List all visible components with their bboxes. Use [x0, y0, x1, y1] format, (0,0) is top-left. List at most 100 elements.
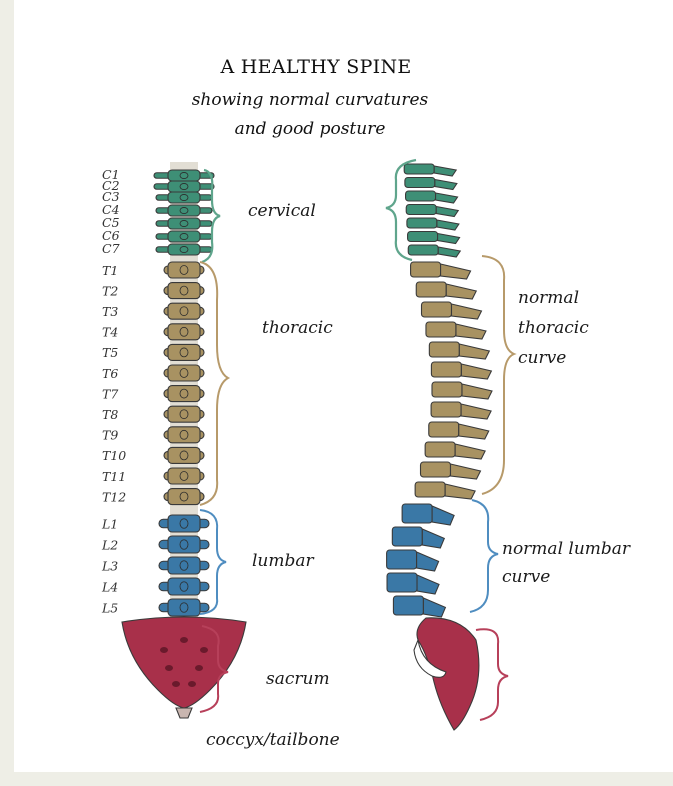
vertebra-label-t8: T8 [102, 407, 118, 422]
vertebra-label-t1: T1 [102, 263, 118, 278]
side-spinous-process [417, 575, 439, 594]
vertebra-t11 [164, 468, 204, 484]
side-vertebral-body [408, 232, 438, 242]
side-vertebra-t2 [416, 282, 476, 299]
vertebral-body [168, 283, 200, 299]
side-vertebral-body [415, 482, 445, 497]
side-vertebral-body [387, 550, 417, 569]
vertebral-body [168, 231, 200, 242]
vertebral-body [168, 262, 200, 278]
vertebral-body [168, 303, 200, 319]
side-vertebra-t12 [415, 482, 475, 499]
vertebra-t9 [164, 427, 204, 443]
vertebra-label-l3: L3 [101, 559, 118, 574]
side-vertebra-c6 [408, 232, 460, 244]
vertebra-label-t3: T3 [102, 304, 118, 319]
side-vertebra-c7 [408, 245, 460, 257]
sacrum-side [417, 618, 479, 730]
vertebra-c2 [154, 181, 214, 192]
vertebral-body [168, 386, 200, 402]
vertebra-c1 [154, 170, 214, 181]
side-vertebral-body [393, 596, 423, 615]
label-cervical: cervical [248, 201, 316, 221]
side-vertebral-body [406, 191, 436, 201]
side-vertebra-t4 [426, 322, 486, 339]
label-normal-thoracic-1: normal [518, 288, 579, 308]
vertebra-l4 [159, 578, 209, 595]
side-vertebra-t1 [411, 262, 471, 279]
side-vertebra-c1 [404, 164, 456, 176]
side-spinous-process [436, 193, 458, 203]
sacral-foramen [165, 665, 173, 671]
side-spinous-process [435, 180, 457, 190]
side-spinous-process [459, 424, 489, 439]
vertebra-l1 [159, 515, 209, 532]
side-vertebral-body [416, 282, 446, 297]
side-vertebra-t3 [421, 302, 481, 319]
vertebra-label-t4: T4 [102, 325, 118, 340]
side-vertebral-body [407, 218, 437, 228]
vertebra-l3 [159, 557, 209, 574]
side-spinous-process [445, 484, 475, 499]
side-vertebral-body [402, 504, 432, 523]
sacral-foramen [195, 665, 203, 671]
vertebral-body [168, 489, 200, 505]
side-spinous-process [450, 464, 480, 479]
side-spinous-process [417, 552, 439, 571]
side-vertebra-t10 [425, 442, 485, 459]
side-vertebral-body [431, 402, 461, 417]
vertebra-t12 [164, 489, 204, 505]
vertebral-body [168, 406, 200, 422]
side-vertebral-body [426, 322, 456, 337]
label-normal-thoracic-2: thoracic [518, 318, 589, 338]
vertebra-label-t2: T2 [102, 283, 118, 298]
vertebra-label-t6: T6 [102, 366, 118, 381]
side-spinous-process [438, 234, 460, 244]
label-thoracic: thoracic [262, 318, 333, 338]
vertebra-label-c7: C7 [102, 241, 120, 256]
sacral-foramen [160, 647, 168, 653]
vertebral-body [168, 515, 200, 532]
side-vertebral-body [425, 442, 455, 457]
side-vertebra-l2 [392, 527, 444, 548]
vertebra-t10 [164, 447, 204, 463]
side-spinous-process [462, 384, 492, 399]
side-spinous-process [423, 598, 445, 617]
side-view-spine [387, 164, 492, 730]
side-spinous-process [461, 364, 491, 379]
vertebral-body [168, 578, 200, 595]
side-vertebra-t8 [431, 402, 491, 419]
vertebral-body [168, 244, 200, 255]
vertebra-labels: C1C2C3C4C5C6C7T1T2T3T4T5T6T7T8T9T10T11T1… [101, 167, 126, 616]
vertebra-c7 [156, 244, 212, 255]
vertebra-c6 [156, 231, 212, 242]
vertebral-body [168, 447, 200, 463]
side-spinous-process [432, 506, 454, 525]
thoracic-bracket [200, 262, 228, 505]
side-spinous-process [451, 304, 481, 319]
label-coccyx: coccyx/tailbone [206, 730, 340, 750]
side-spinous-process [455, 444, 485, 459]
side-vertebra-c2 [405, 178, 457, 190]
vertebra-t3 [164, 303, 204, 319]
vertebra-label-t7: T7 [102, 386, 118, 401]
vertebral-body [168, 536, 200, 553]
vertebra-label-t5: T5 [102, 345, 118, 360]
side-vertebral-body [392, 527, 422, 546]
side-vertebra-t5 [429, 342, 489, 359]
vertebra-t6 [164, 365, 204, 381]
side-vertebral-body [431, 362, 461, 377]
vertebral-body [168, 205, 200, 216]
sacral-foramen [180, 637, 188, 643]
diagram-sheet: A HEALTHY SPINE showing normal curvature… [14, 0, 673, 772]
side-vertebra-t11 [420, 462, 480, 479]
side-vertebral-body [408, 245, 438, 255]
vertebral-body [168, 557, 200, 574]
side-lumbar-bracket [470, 500, 498, 612]
side-vertebra-l5 [393, 596, 445, 617]
vertebra-label-l2: L2 [101, 538, 118, 553]
side-vertebra-l1 [402, 504, 454, 525]
vertebra-t4 [164, 324, 204, 340]
side-vertebral-body [429, 422, 459, 437]
vertebra-label-t11: T11 [102, 469, 126, 484]
